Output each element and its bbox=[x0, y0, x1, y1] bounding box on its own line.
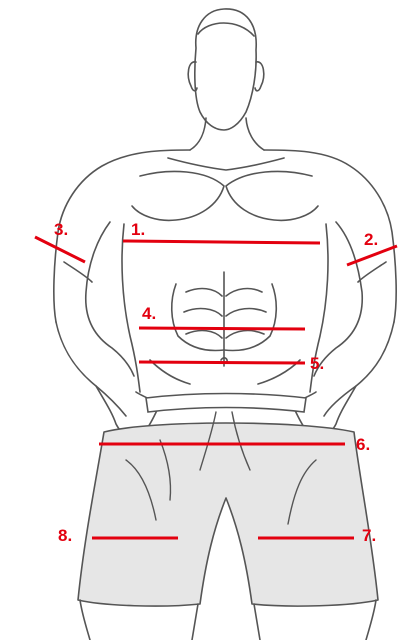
waist-line bbox=[139, 328, 305, 329]
abs-row-2 bbox=[184, 309, 266, 316]
neck-right bbox=[246, 118, 264, 150]
abs-outline-left bbox=[172, 284, 224, 350]
marker-label-3: 3. bbox=[54, 221, 68, 238]
marker-label-1: 1. bbox=[131, 221, 145, 238]
leg-left-inner bbox=[192, 604, 198, 640]
bicep-right bbox=[358, 262, 386, 282]
leg-right-outer bbox=[366, 600, 376, 640]
marker-label-6: 6. bbox=[356, 436, 370, 453]
pec-left bbox=[132, 171, 224, 220]
abs-row-3 bbox=[186, 331, 264, 338]
arm-left-outer bbox=[56, 322, 126, 416]
marker-label-7: 7. bbox=[362, 527, 376, 544]
marker-label-5: 5. bbox=[310, 355, 324, 372]
arm-right-inner bbox=[314, 222, 362, 376]
shorts bbox=[78, 423, 378, 606]
arm-left-inner bbox=[86, 222, 134, 376]
head-outline bbox=[195, 9, 256, 130]
waistband bbox=[146, 394, 306, 413]
abs-outline-right bbox=[224, 284, 276, 350]
marker-label-4: 4. bbox=[142, 305, 156, 322]
marker-label-8: 8. bbox=[58, 527, 72, 544]
arm-right-outer bbox=[324, 322, 394, 416]
leg-right-inner bbox=[254, 604, 260, 640]
body-outline bbox=[54, 9, 396, 436]
hair-line bbox=[198, 23, 254, 36]
collarbones bbox=[168, 158, 284, 170]
marker-label-2: 2. bbox=[364, 231, 378, 248]
leg-left-outer bbox=[80, 600, 90, 640]
torso-left bbox=[122, 224, 140, 392]
bicep-left-line bbox=[35, 237, 85, 262]
neck-left bbox=[190, 118, 206, 150]
hip-line bbox=[139, 362, 305, 363]
chest-line bbox=[123, 241, 320, 243]
shoulder-left bbox=[54, 150, 190, 322]
pec-right bbox=[226, 171, 318, 220]
